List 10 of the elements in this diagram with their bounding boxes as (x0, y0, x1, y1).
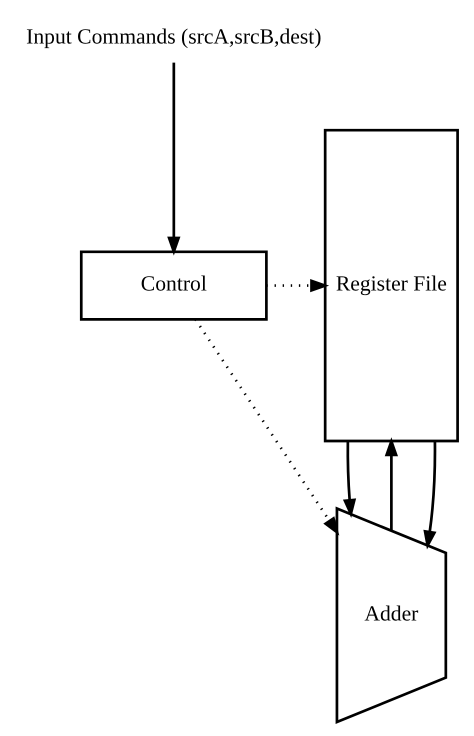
arrow (167, 62, 180, 256)
node-box: Adder (336, 506, 448, 724)
node-text: Input Commands (srcA,srcB,dest) (26, 24, 322, 48)
arrow (384, 437, 398, 531)
arrow (423, 441, 436, 550)
node-box: Register File (324, 128, 459, 442)
arrow (266, 278, 330, 292)
arrow (194, 318, 340, 536)
node-box: Control (80, 250, 268, 321)
arrow (342, 441, 356, 518)
